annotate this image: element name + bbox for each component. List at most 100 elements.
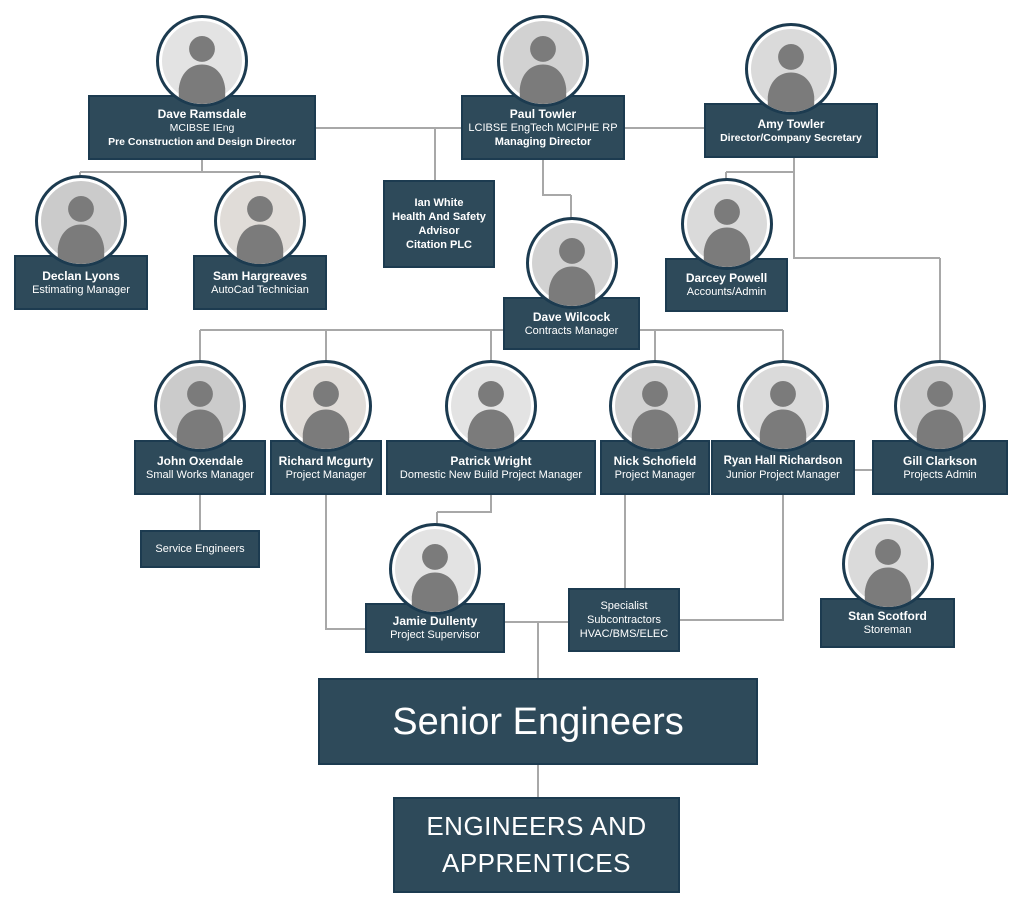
person-name: ENGINEERS AND bbox=[426, 811, 647, 841]
person-name: Specialist bbox=[600, 600, 648, 612]
person-title: Citation PLC bbox=[406, 239, 472, 251]
person-title: Project Manager bbox=[285, 468, 367, 481]
person-title: Advisor bbox=[418, 225, 460, 237]
org-node-senior-engineers: Senior Engineers bbox=[318, 678, 758, 765]
person-name: Richard Mcgurty bbox=[278, 453, 374, 468]
person-silhouette-icon bbox=[176, 381, 224, 449]
person-name: Amy Towler bbox=[757, 116, 825, 131]
person-name: Stan Scotford bbox=[848, 609, 927, 623]
connector-line bbox=[726, 171, 794, 173]
connector-line bbox=[199, 495, 201, 530]
connector-line bbox=[325, 330, 327, 365]
person-title: Storeman bbox=[863, 624, 912, 636]
person-title: MCIBSE IEng bbox=[169, 121, 235, 134]
person-title: APPRENTICES bbox=[442, 848, 631, 878]
connector-line bbox=[782, 330, 784, 365]
person-name: Ryan Hall Richardson bbox=[723, 454, 843, 467]
person-title: Health And Safety bbox=[392, 211, 486, 223]
person-photo-jamie-dullenty bbox=[389, 523, 481, 615]
person-title: Small Works Manager bbox=[146, 468, 254, 481]
person-title: Director/Company Secretary bbox=[720, 131, 862, 144]
connector-line bbox=[625, 127, 704, 129]
connector-line bbox=[939, 258, 941, 370]
connector-line bbox=[537, 765, 539, 797]
person-photo-amy-towler bbox=[745, 23, 837, 115]
person-title: AutoCad Technician bbox=[211, 283, 309, 296]
person-title: Projects Admin bbox=[903, 468, 977, 481]
person-photo-richard-mcgurty bbox=[280, 360, 372, 452]
person-silhouette-icon bbox=[467, 381, 515, 449]
person-name: Gill Clarkson bbox=[902, 453, 978, 468]
person-silhouette-icon bbox=[411, 544, 459, 612]
org-node-engineers-apprentices: ENGINEERS AND APPRENTICES bbox=[393, 797, 680, 893]
person-title: Managing Director bbox=[494, 135, 592, 148]
connector-line bbox=[852, 469, 872, 471]
person-photo-patrick-wright bbox=[445, 360, 537, 452]
connector-line bbox=[624, 495, 626, 588]
person-name: Ian White bbox=[414, 197, 464, 209]
person-name: Declan Lyons bbox=[42, 268, 120, 283]
person-silhouette-icon bbox=[767, 44, 815, 112]
connector-line bbox=[437, 511, 491, 513]
person-name: Nick Schofield bbox=[613, 453, 697, 468]
person-silhouette-icon bbox=[916, 381, 964, 449]
person-photo-stan-scotford bbox=[841, 518, 934, 610]
person-name: Sam Hargreaves bbox=[212, 268, 308, 283]
connector-line bbox=[310, 127, 461, 129]
person-title: Domestic New Build Project Manager bbox=[399, 468, 583, 481]
person-name: Service Engineers bbox=[155, 543, 245, 555]
person-silhouette-icon bbox=[302, 381, 350, 449]
person-photo-declan-lyons bbox=[35, 175, 127, 267]
connector-line bbox=[436, 512, 438, 530]
person-photo-paul-towler bbox=[497, 15, 589, 107]
person-name: Paul Towler bbox=[509, 106, 577, 121]
connector-line bbox=[199, 330, 201, 365]
connector-line bbox=[654, 330, 656, 365]
connector-line bbox=[434, 128, 436, 182]
connector-line bbox=[490, 495, 492, 513]
person-silhouette-icon bbox=[864, 539, 911, 607]
connector-line bbox=[793, 158, 795, 259]
org-node-service-engineers: Service Engineers bbox=[140, 530, 260, 568]
person-name: Senior Engineers bbox=[392, 700, 684, 743]
person-silhouette-icon bbox=[519, 36, 567, 104]
person-silhouette-icon bbox=[236, 196, 284, 264]
person-name: Dave Wilcock bbox=[532, 309, 611, 324]
person-title: Project Manager bbox=[614, 468, 696, 481]
connector-line bbox=[782, 495, 784, 621]
connector-line bbox=[80, 171, 260, 173]
person-name: Jamie Dullenty bbox=[392, 614, 478, 628]
person-photo-john-oxendale bbox=[154, 360, 246, 452]
person-name: Dave Ramsdale bbox=[157, 106, 247, 121]
person-title: Contracts Manager bbox=[524, 324, 619, 337]
person-title: LCIBSE EngTech MCIPHE RP bbox=[468, 121, 618, 134]
connector-line bbox=[326, 628, 365, 630]
person-photo-ryan-hall-richardson bbox=[737, 360, 829, 452]
person-photo-sam-hargreaves bbox=[214, 175, 306, 267]
person-title: Estimating Manager bbox=[32, 283, 130, 296]
person-name: John Oxendale bbox=[156, 453, 244, 468]
person-silhouette-icon bbox=[703, 199, 750, 267]
connector-line bbox=[543, 194, 571, 196]
person-photo-nick-schofield bbox=[609, 360, 701, 452]
person-title: Project Supervisor bbox=[390, 629, 480, 641]
person-silhouette-icon bbox=[631, 381, 679, 449]
person-title: Accounts/Admin bbox=[686, 286, 767, 298]
person-name: Patrick Wright bbox=[450, 453, 532, 468]
connector-line bbox=[542, 160, 544, 196]
connector-line bbox=[505, 621, 568, 623]
person-name: Darcey Powell bbox=[685, 271, 768, 285]
person-title: Subcontractors bbox=[587, 614, 661, 626]
person-photo-dave-ramsdale bbox=[156, 15, 248, 107]
connector-line bbox=[794, 257, 940, 259]
person-title: Junior Project Manager bbox=[726, 468, 840, 481]
connector-line bbox=[490, 330, 492, 365]
person-photo-dave-wilcock bbox=[525, 217, 618, 309]
connector-line bbox=[201, 160, 203, 172]
